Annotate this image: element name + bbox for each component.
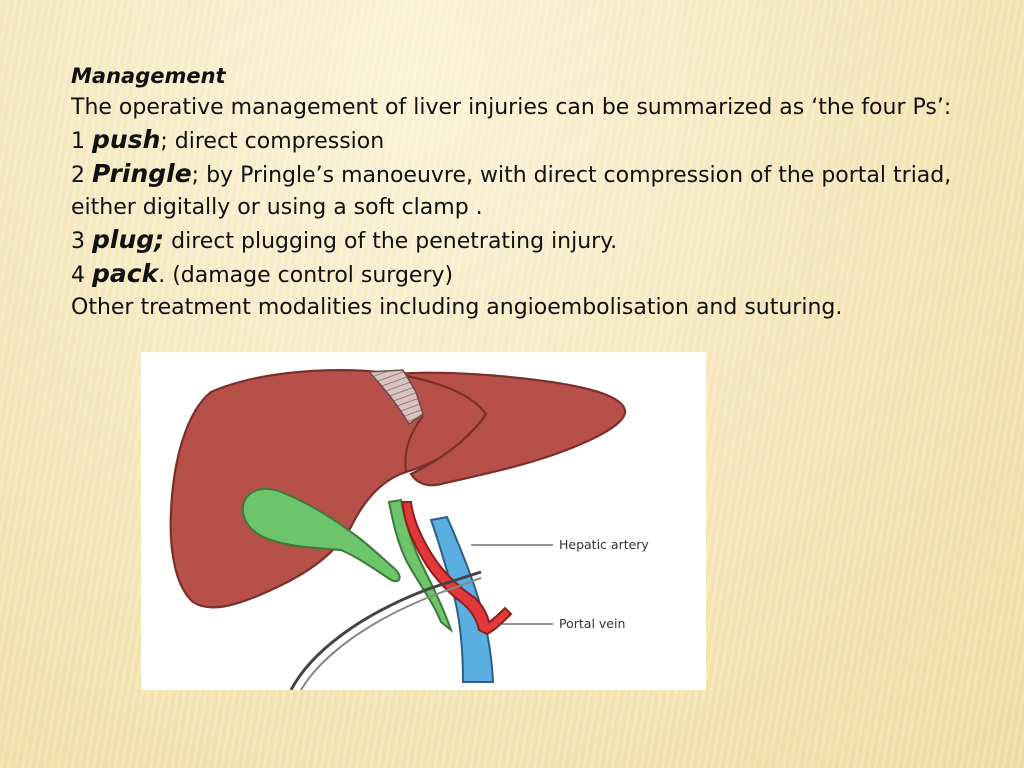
intro-text: The operative management of liver injuri… bbox=[71, 95, 952, 120]
item-keyword: push bbox=[92, 125, 161, 154]
bile-duct bbox=[387, 498, 454, 633]
liver-illustration: Hepatic artery Portal vein bbox=[141, 352, 706, 690]
item-number: 1 bbox=[71, 129, 85, 154]
item-separator: . bbox=[158, 263, 166, 288]
item-keyword: Pringle bbox=[92, 159, 192, 188]
item-number: 4 bbox=[71, 263, 85, 288]
closing-text: Other treatment modalities including ang… bbox=[71, 295, 843, 320]
slide-text: Management The operative management of l… bbox=[71, 60, 991, 324]
slide-heading: Management bbox=[71, 64, 226, 88]
item-text: direct compression bbox=[167, 129, 385, 154]
item-number: 3 bbox=[71, 229, 85, 254]
list-item: 1 push; direct compression bbox=[71, 124, 991, 158]
item-text: (damage control surgery) bbox=[165, 263, 454, 288]
list-item: 3 plug; direct plugging of the penetrati… bbox=[71, 224, 991, 258]
item-number: 2 bbox=[71, 163, 85, 188]
clamp-wire-inner bbox=[300, 577, 482, 690]
liver-fissure bbox=[404, 415, 424, 473]
item-separator: ; bbox=[160, 129, 168, 154]
portal-vein-label: Portal vein bbox=[559, 616, 625, 631]
list-item: 2 Pringle; by Pringle’s manoeuvre, with … bbox=[71, 158, 991, 224]
item-keyword: plug; bbox=[92, 225, 165, 254]
clamp-wire bbox=[289, 570, 482, 690]
falciform-ligament bbox=[367, 369, 424, 426]
hepatic-artery-label: Hepatic artery bbox=[559, 537, 649, 552]
item-keyword: pack bbox=[92, 259, 159, 288]
hepatic-artery bbox=[401, 501, 513, 636]
liver-left-lobe bbox=[395, 371, 627, 487]
list-item: 4 pack. (damage control surgery) bbox=[71, 258, 991, 292]
item-separator: ; bbox=[191, 163, 200, 188]
liver-diagram: Hepatic artery Portal vein bbox=[169, 369, 649, 690]
item-text: direct plugging of the penetrating injur… bbox=[164, 229, 618, 254]
gallbladder bbox=[241, 487, 401, 583]
item-text: by Pringle’s manoeuvre, with direct comp… bbox=[71, 163, 952, 220]
